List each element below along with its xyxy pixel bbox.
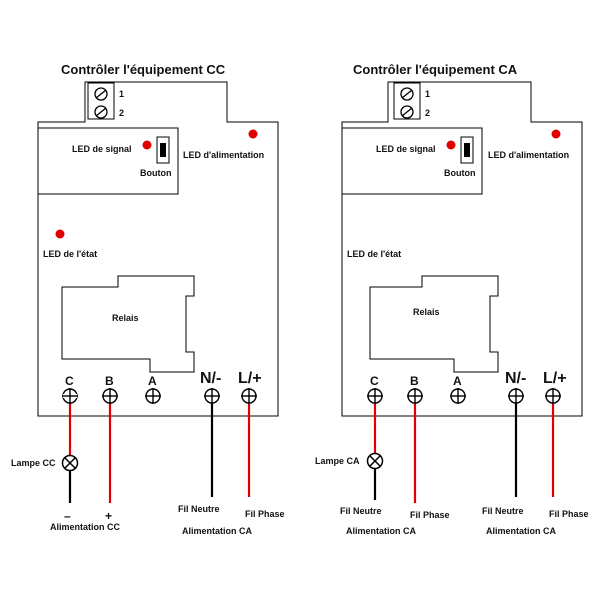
left-pin-1-label: 1 [119,89,124,99]
left-board-outline [37,81,279,417]
left-button-switch [156,136,170,164]
right-led-signal-label: LED de signal [376,144,436,154]
left-terminal-n-label: N/- [200,370,221,387]
left-relay-label: Relais [112,313,139,323]
right-board-outline [341,81,583,417]
right-terminal-c-label: C [370,374,379,388]
right-button-switch [460,136,474,164]
right-signal-module [341,127,483,195]
left-connector-block [87,82,115,120]
right-led-power [551,129,561,139]
right-connector-screw-1 [400,87,414,101]
right-lamp-supply-label: Alimentation CA [346,526,417,536]
left-supply-ac-label: Alimentation CA [182,526,253,536]
right-bouton-label: Bouton [444,168,476,178]
right-relay-outline [369,275,499,373]
left-connector-screw-1 [94,87,108,101]
right-terminal-b-screw [407,388,423,404]
right-relay-label: Relais [413,307,440,317]
left-bouton-label: Bouton [140,168,172,178]
right-connector-screw-2 [400,105,414,119]
left-connector-screw-2 [94,105,108,119]
right-pin-2-label: 2 [425,108,430,118]
left-pin-2-label: 2 [119,108,124,118]
left-neutral-label: Fil Neutre [178,504,220,514]
left-supply-dc-label: Alimentation CC [50,522,121,532]
left-led-state-label: LED de l'état [43,249,97,259]
right-connector-block [393,82,421,120]
left-terminal-c-screw [62,388,78,404]
right-terminal-l-label: L/+ [543,370,567,387]
right-terminal-n-screw [508,388,524,404]
left-terminal-b-screw [102,388,118,404]
right-title: Contrôler l'équipement CA [353,62,518,77]
left-plus-label: + [105,509,112,523]
right-lamp-label: Lampe CA [315,456,360,466]
right-terminal-a-screw [450,388,466,404]
right-terminal-l-screw [545,388,561,404]
right-phase-label: Fil Phase [549,509,589,519]
right-supply-ac-label: Alimentation CA [486,526,557,536]
right-led-power-label: LED d'alimentation [488,150,569,160]
left-led-state [55,229,65,239]
left-terminal-a-label: A [148,374,157,388]
right-pin-1-label: 1 [425,89,430,99]
left-terminal-n-screw [204,388,220,404]
left-signal-module [37,127,179,195]
left-led-signal-label: LED de signal [72,144,132,154]
right-lamp-icon [366,452,384,470]
left-terminal-a-screw [145,388,161,404]
right-led-state-label: LED de l'état [347,249,401,259]
left-led-power-label: LED d'alimentation [183,150,264,160]
left-led-signal [142,140,152,150]
right-lamp-phase-label: Fil Phase [410,510,450,520]
right-terminal-b-label: B [410,374,419,388]
left-minus-label: – [64,509,71,523]
left-terminal-b-label: B [105,374,114,388]
right-lamp-neutral-label: Fil Neutre [340,506,382,516]
left-terminal-l-screw [241,388,257,404]
left-diagram: Contrôler l'équipement CC 1 2 LED de sig… [11,62,285,536]
left-led-power [248,129,258,139]
left-phase-label: Fil Phase [245,509,285,519]
left-lamp-icon [61,454,79,472]
right-terminal-a-label: A [453,374,462,388]
right-led-signal [446,140,456,150]
left-terminal-c-label: C [65,374,74,388]
left-terminal-l-label: L/+ [238,370,262,387]
right-terminal-n-label: N/- [505,370,526,387]
left-lamp-label: Lampe CC [11,458,56,468]
left-title: Contrôler l'équipement CC [61,62,226,77]
right-neutral-label: Fil Neutre [482,506,524,516]
right-diagram: Contrôler l'équipement CA 1 2 LED de sig… [315,62,589,536]
right-terminal-c-screw [367,388,383,404]
left-relay-outline [61,275,195,373]
